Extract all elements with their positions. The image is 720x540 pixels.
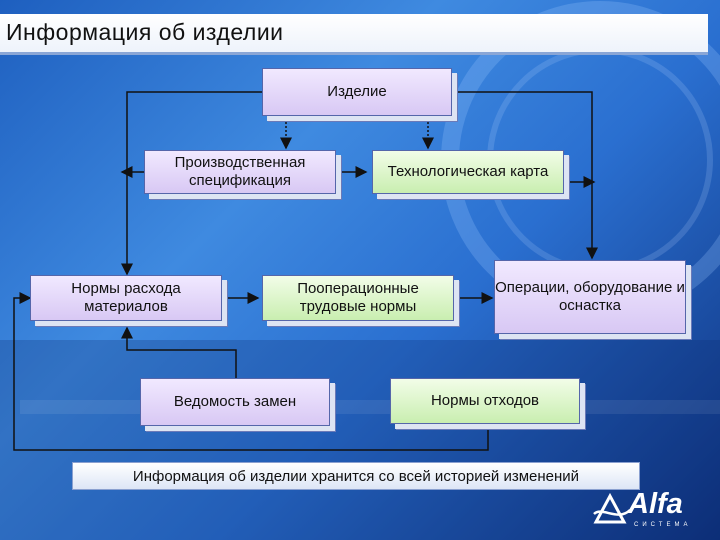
triangle-wave-icon bbox=[593, 492, 631, 524]
node-prod-spec-label: Производственная спецификация bbox=[174, 154, 306, 189]
logo-subtitle: СИСТЕМА bbox=[634, 522, 692, 528]
node-operations: Операции, оборудование и оснастка bbox=[494, 260, 686, 334]
node-material-norms-label: Нормы расхода материалов bbox=[71, 280, 181, 315]
title-bar: Информация об изделии bbox=[0, 14, 708, 55]
node-tech-card-label: Технологическая карта bbox=[387, 163, 549, 180]
page-title: Информация об изделии bbox=[6, 19, 284, 45]
arrow-product-to-operations bbox=[452, 91, 598, 260]
alfa-logo: Alfa СИСТЕМА bbox=[592, 488, 710, 532]
node-labor-norms: Пооперационные трудовые нормы bbox=[262, 275, 454, 321]
node-replacements: Ведомость замен bbox=[140, 378, 330, 426]
node-operations-label: Операции, оборудование и оснастка bbox=[495, 279, 685, 314]
arrow-waste-norms-to-material-norms bbox=[13, 292, 489, 451]
history-note: Информация об изделии хранится со всей и… bbox=[72, 462, 640, 490]
node-labor-norms-label: Пооперационные трудовые нормы bbox=[297, 280, 419, 315]
node-prod-spec: Производственная спецификация bbox=[144, 150, 336, 194]
node-tech-card: Технологическая карта bbox=[372, 150, 564, 194]
arrow-replacements-to-material-norms bbox=[121, 326, 237, 378]
node-material-norms: Нормы расхода материалов bbox=[30, 275, 222, 321]
node-replacements-label: Ведомость замен bbox=[173, 393, 297, 410]
logo-name: Alfa bbox=[628, 488, 683, 520]
node-product-label: Изделие bbox=[327, 83, 387, 100]
node-product: Изделие bbox=[262, 68, 452, 116]
node-waste-norms-label: Нормы отходов bbox=[430, 392, 540, 409]
node-waste-norms: Нормы отходов bbox=[390, 378, 580, 424]
arrow-product-to-material-norms bbox=[121, 91, 262, 276]
